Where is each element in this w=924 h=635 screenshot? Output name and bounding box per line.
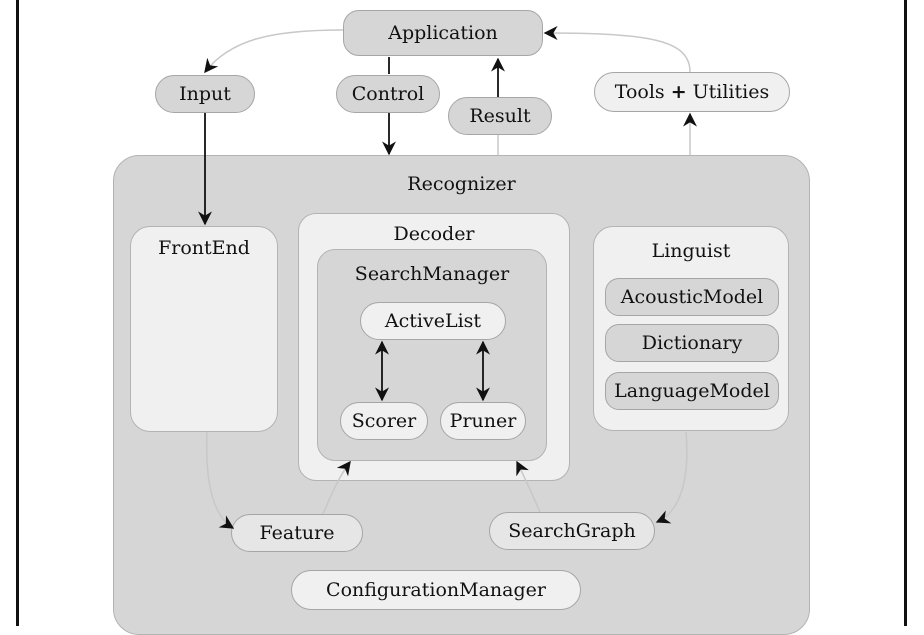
decoder-title: Decoder <box>393 223 475 245</box>
plus-sign: + <box>670 81 687 103</box>
arrow-tools-to-application <box>543 26 691 73</box>
arrow-searchgraph-to-decoder <box>516 460 541 513</box>
feature-node: Feature <box>231 514 363 552</box>
search-graph-node: SearchGraph <box>489 512 655 550</box>
search-manager-title: SearchManager <box>354 263 510 285</box>
scorer-node: Scorer <box>340 402 428 440</box>
arrow-application-to-input <box>204 29 344 74</box>
frame-left-border <box>16 0 19 626</box>
result-node: Result <box>448 97 552 135</box>
linguist-title: Linguist <box>651 240 731 262</box>
tools-utilities-node: Tools + Utilities <box>594 72 790 112</box>
dictionary-node: Dictionary <box>605 324 779 362</box>
arrow-linguist-to-searchgraph <box>655 431 688 524</box>
input-node: Input <box>155 75 255 113</box>
pruner-node: Pruner <box>440 402 526 440</box>
arrow-frontend-to-feature <box>205 431 235 529</box>
frontend-title: FrontEnd <box>158 237 250 259</box>
application-node: Application <box>343 10 543 56</box>
arrow-feature-to-decoder <box>322 460 351 515</box>
utilities-label: Utilities <box>692 81 770 103</box>
tools-label: Tools <box>614 81 665 103</box>
configuration-manager-node: ConfigurationManager <box>291 570 581 610</box>
frame-right-border <box>904 0 907 626</box>
recognizer-title: Recognizer <box>407 173 516 195</box>
acoustic-model-node: AcousticModel <box>605 278 779 316</box>
language-model-node: LanguageModel <box>605 372 779 410</box>
active-list-node: ActiveList <box>360 302 506 340</box>
control-node: Control <box>336 75 440 113</box>
frontend-box <box>130 226 278 432</box>
